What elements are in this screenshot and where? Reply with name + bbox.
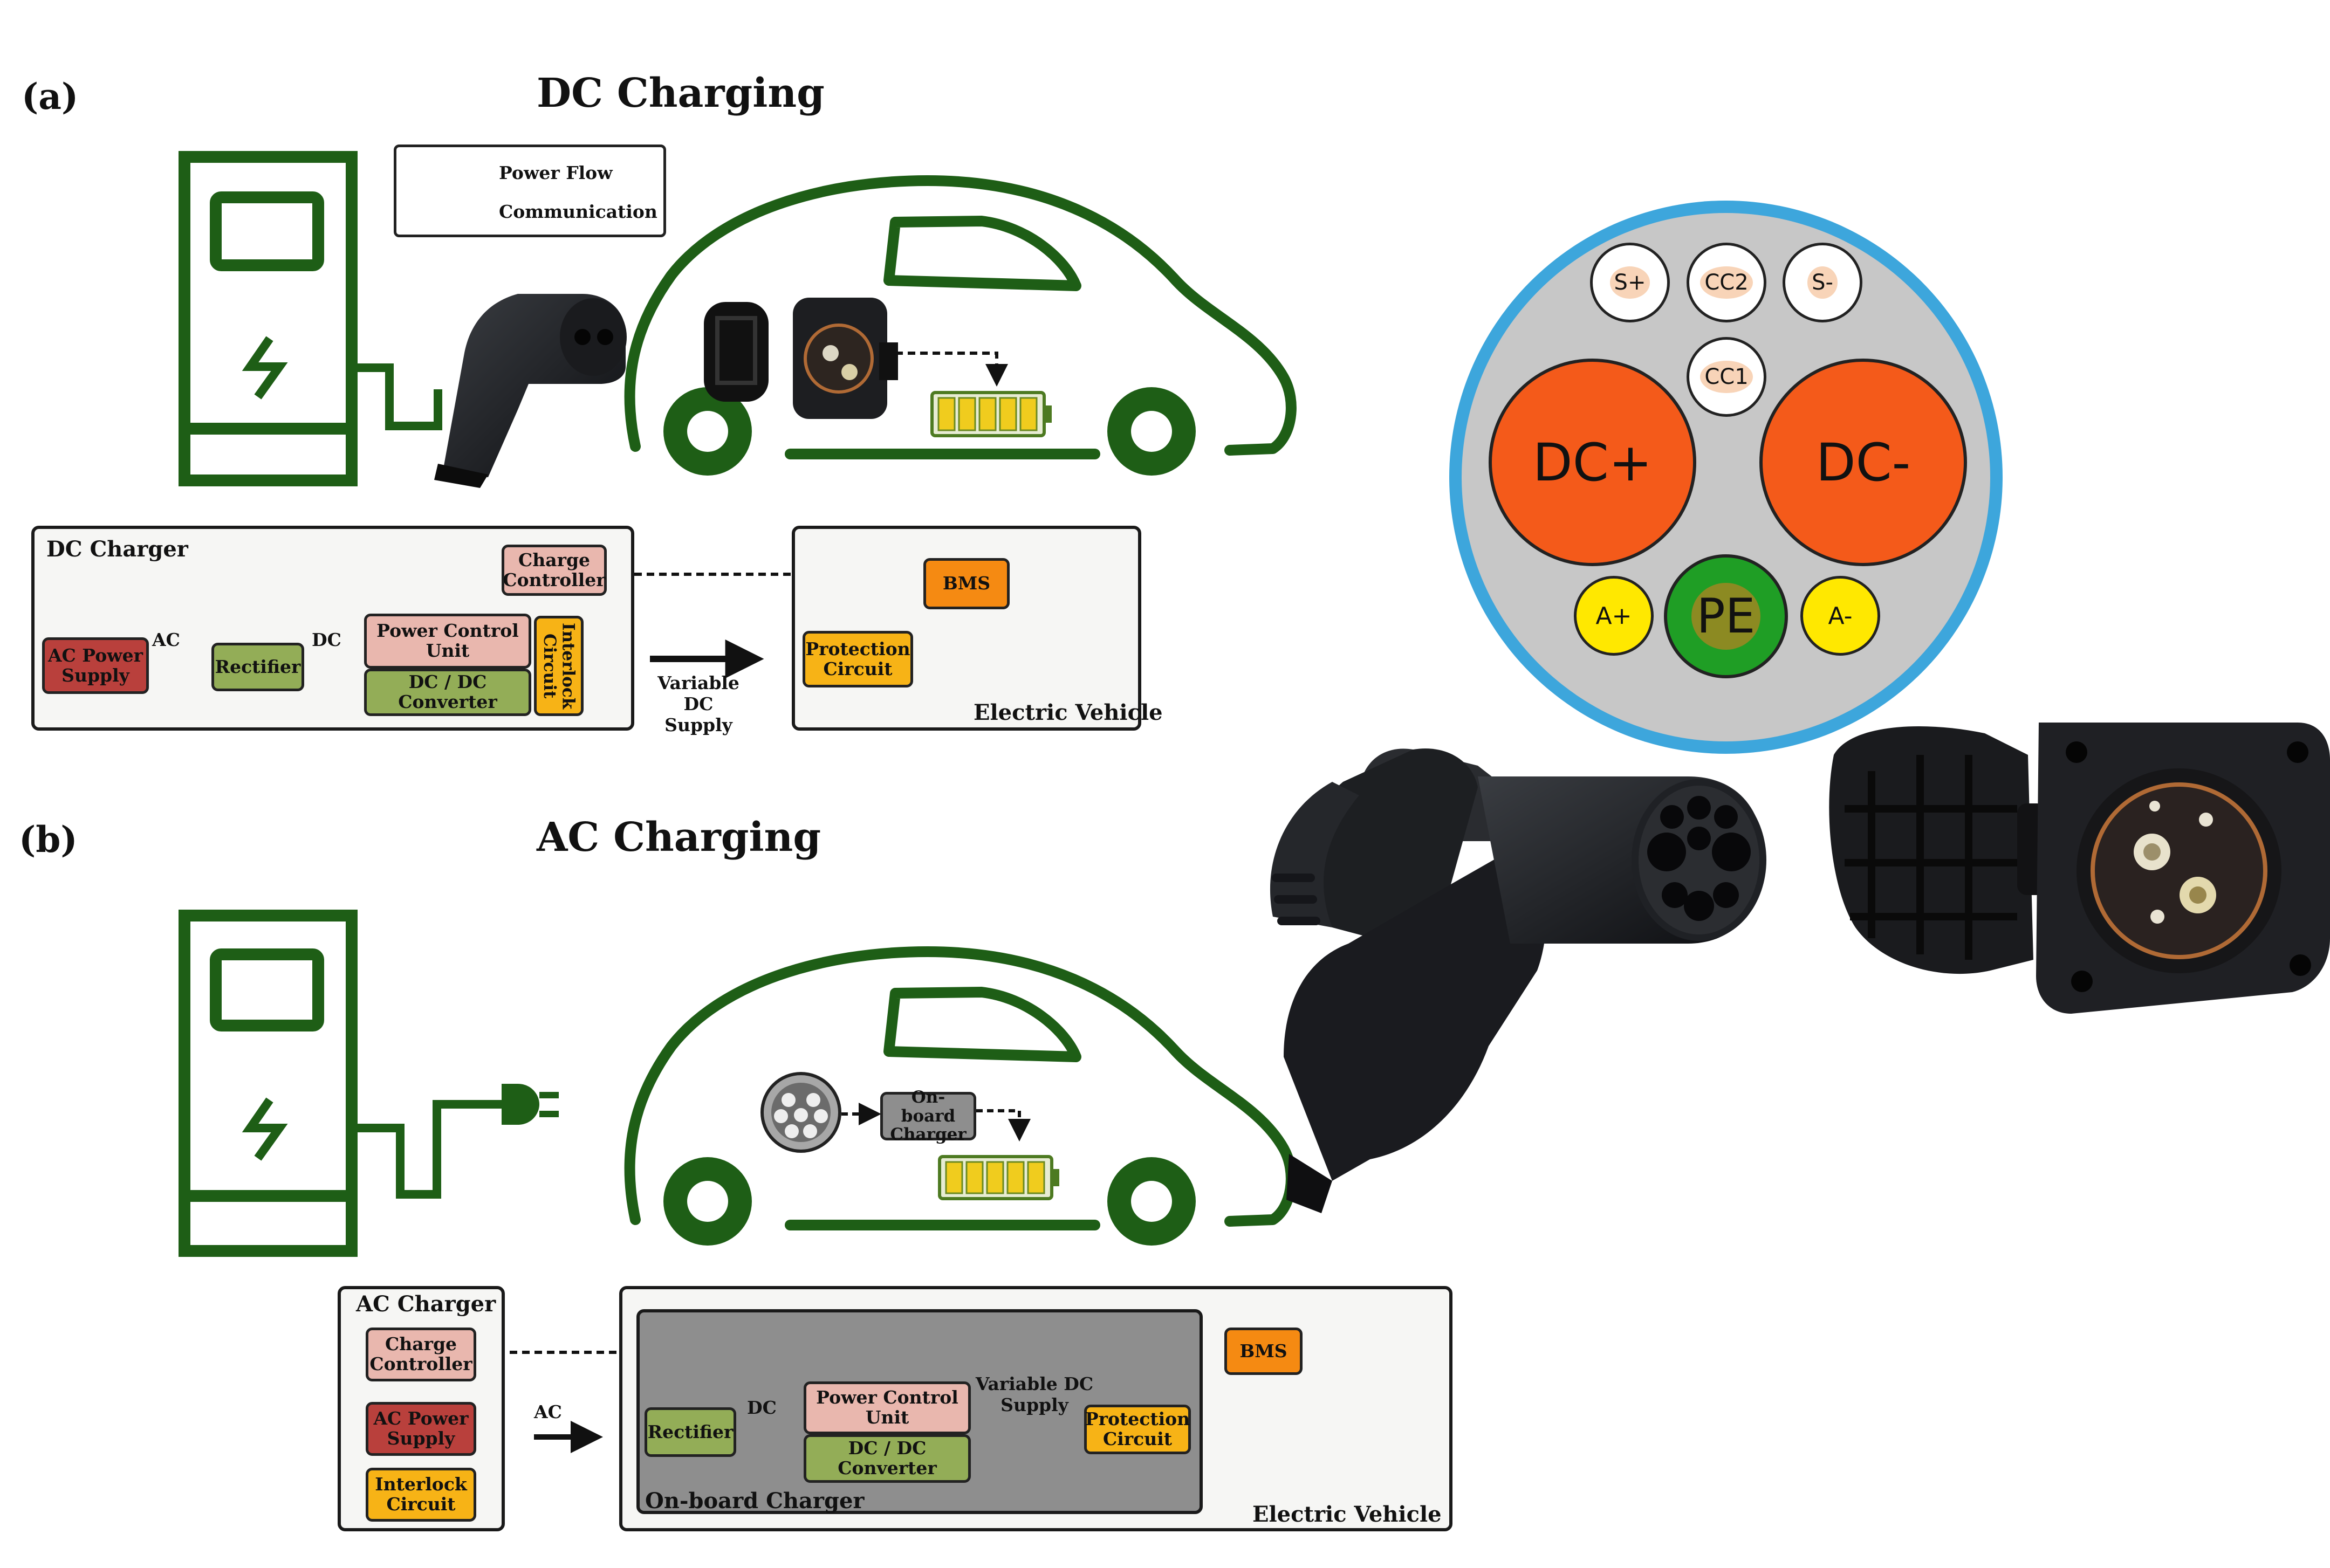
ac-charging-station	[179, 910, 358, 1257]
dc-variable-dc-supply-label: Variable DC Supply	[657, 672, 739, 735]
ac-dc-label: DC	[747, 1397, 777, 1418]
ac-onboard-charger-title: On-board Charger	[645, 1488, 865, 1514]
ac-charge-controller-block: Charge Controller	[366, 1328, 476, 1381]
dc-charging-station	[179, 151, 358, 486]
dc-charging-gun	[434, 294, 627, 488]
dc-station-cable	[352, 363, 442, 430]
pin-s-minus-label: S-	[1807, 266, 1838, 299]
ac-car-battery	[938, 1155, 1059, 1200]
dc-ac-power-supply-block: AC Power Supply	[42, 637, 149, 694]
pin-cc1-label: CC1	[1700, 361, 1753, 393]
dc-vehicle-inlet	[704, 298, 898, 419]
dc-ac-label: AC	[152, 629, 180, 650]
panel-b-title: AC Charging	[537, 814, 821, 861]
pin-cc1: CC1	[1687, 337, 1766, 417]
ac-charger-box-title: AC Charger	[356, 1291, 496, 1317]
ac-bms-block: BMS	[1224, 1328, 1303, 1375]
ac-dc-dc-converter-block: DC / DC Converter	[804, 1434, 971, 1483]
ac-power-control-unit-block: Power Control Unit	[804, 1381, 971, 1434]
pin-pe-label: PE	[1691, 583, 1761, 650]
large-dc-charging-gun	[1270, 748, 1766, 1213]
pin-cc2-label: CC2	[1700, 266, 1753, 299]
ac-variable-dc-supply-label: Variable DC Supply	[975, 1373, 1094, 1415]
dc-car-outline	[624, 175, 1297, 459]
dc-bms-block: BMS	[923, 558, 1010, 609]
dc-electric-vehicle-title: Electric Vehicle	[974, 700, 1163, 725]
dc-interlock-circuit-label: Interlock Circuit	[540, 622, 578, 710]
dc-power-control-unit-block: Power Control Unit	[364, 614, 531, 669]
pin-dc-minus: DC-	[1759, 359, 1967, 566]
dc-interlock-circuit-block: Interlock Circuit	[534, 616, 584, 716]
dc-dc-label: DC	[312, 629, 341, 650]
dc-charge-controller-block: Charge Controller	[502, 545, 607, 596]
dc-protection-circuit-block: Protection Circuit	[803, 631, 913, 687]
ac-vehicle-inlet	[760, 1072, 841, 1153]
dc-car-battery	[930, 391, 1052, 437]
pin-a-plus: A+	[1574, 576, 1654, 656]
panel-a-title: DC Charging	[537, 70, 825, 116]
panel-a-letter: (a)	[22, 75, 79, 118]
pin-s-plus-label: S+	[1609, 266, 1650, 299]
pin-s-minus: S-	[1783, 243, 1862, 322]
dc-dc-dc-converter-block: DC / DC Converter	[364, 669, 531, 716]
ac-ac-label: AC	[534, 1401, 562, 1422]
ac-power-supply-block: AC Power Supply	[366, 1402, 476, 1456]
ac-protection-circuit-block: Protection Circuit	[1084, 1405, 1191, 1454]
pin-dc-plus: DC+	[1489, 359, 1696, 566]
legend-communication-label: Communication	[499, 201, 657, 222]
panel-b-letter: (b)	[19, 819, 78, 861]
pin-pe: PE	[1664, 554, 1788, 678]
dc-car-wheels	[663, 387, 1196, 476]
large-vehicle-inlet	[1829, 723, 2330, 1014]
dc-car-comm-arrow	[895, 352, 1008, 387]
ac-car-wheels	[663, 1157, 1196, 1246]
pin-cc2: CC2	[1687, 243, 1766, 322]
ac-station-cable-plug	[352, 1084, 559, 1199]
dc-charger-box-title: DC Charger	[46, 537, 188, 562]
ac-rectifier-block: Rectifier	[645, 1407, 736, 1457]
dc-rectifier-block: Rectifier	[211, 643, 304, 691]
legend-power-flow-label: Power Flow	[499, 162, 613, 183]
dc-charger-box	[31, 526, 634, 731]
ac-car-onboard-arrow	[976, 1109, 1031, 1141]
legend: Power Flow Communication	[394, 145, 666, 237]
ac-electric-vehicle-title: Electric Vehicle	[1252, 1502, 1442, 1527]
ac-car-onboard-charger-block: On-board Charger	[880, 1088, 976, 1144]
ac-interlock-circuit-block: Interlock Circuit	[366, 1468, 476, 1522]
ac-car-outline	[624, 946, 1297, 1230]
pin-a-minus: A-	[1800, 576, 1880, 656]
pin-s-plus: S+	[1590, 243, 1670, 322]
